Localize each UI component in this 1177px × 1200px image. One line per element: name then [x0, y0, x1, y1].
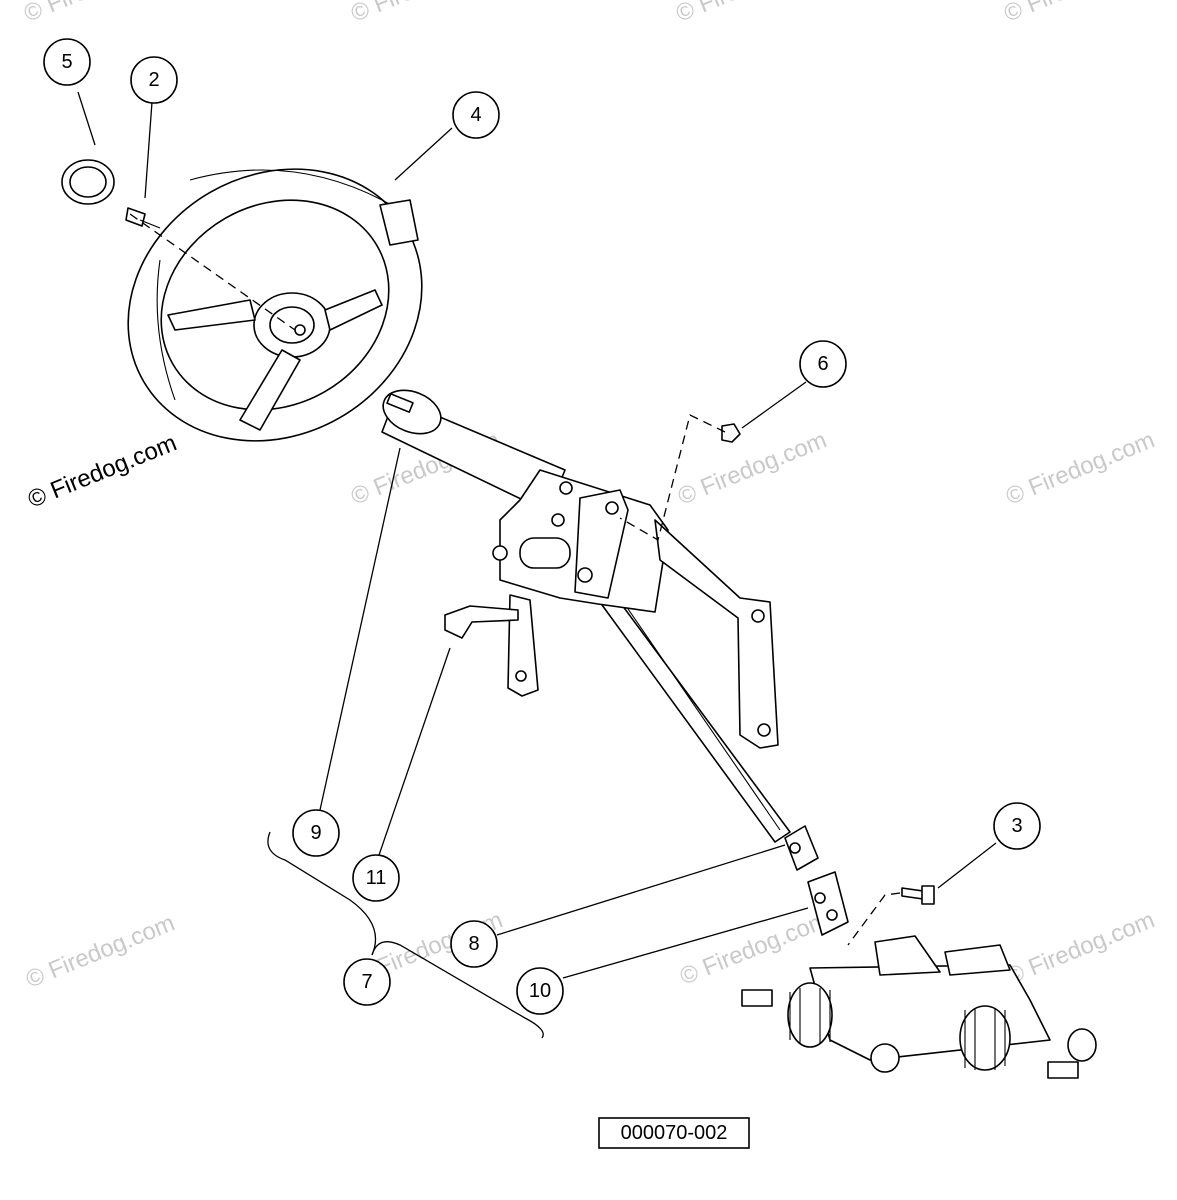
- steering-wheel-bolt: [125, 207, 161, 229]
- watermark-top-2: © Firedog.com: [347, 0, 503, 28]
- callout-9[interactable]: 9: [292, 809, 340, 857]
- leader-lines: [77, 91, 997, 1039]
- column-mounting-bracket: [492, 469, 779, 749]
- watermark-left-mid: © Firedog.com: [24, 429, 180, 513]
- steering-wheel: [127, 168, 423, 442]
- callout-6[interactable]: 6: [799, 340, 847, 388]
- callout-6-label: 6: [817, 353, 828, 375]
- brake-pedal-bracket: [444, 605, 519, 639]
- watermark-mid-3: © Firedog.com: [674, 426, 830, 510]
- upper-universal-joint: [784, 825, 819, 871]
- callout-4-label: 4: [470, 104, 481, 126]
- watermark-top-1: © Firedog.com: [20, 0, 176, 28]
- watermark-bot-1: © Firedog.com: [22, 909, 178, 993]
- callout-5[interactable]: 5: [43, 38, 91, 86]
- callout-10-label: 10: [529, 980, 551, 1002]
- callout-8[interactable]: 8: [450, 920, 498, 968]
- drawing-id: 000070-002: [621, 1122, 728, 1144]
- callout-3[interactable]: 3: [993, 802, 1041, 850]
- nut: [721, 423, 741, 443]
- callout-2-label: 2: [148, 69, 159, 91]
- bolt-3: [901, 885, 935, 905]
- steering-rack: [741, 935, 1097, 1079]
- callout-10[interactable]: 10: [516, 967, 564, 1015]
- callout-5-label: 5: [61, 51, 72, 73]
- callout-2[interactable]: 2: [130, 56, 178, 104]
- callout-11[interactable]: 11: [352, 854, 400, 902]
- callout-7-label: 7: [361, 971, 372, 993]
- watermark-top-3: © Firedog.com: [672, 0, 828, 28]
- horn-cap-plate: [61, 159, 115, 205]
- dash-bolt-3: [847, 892, 901, 946]
- watermark-top-4: © Firedog.com: [1000, 0, 1156, 28]
- callout-3-label: 3: [1011, 815, 1022, 837]
- drawing-id-box: 000070-002: [598, 1117, 750, 1149]
- watermark-bot-3: © Firedog.com: [676, 906, 832, 990]
- callout-4[interactable]: 4: [452, 91, 500, 139]
- watermark-mid-4: © Firedog.com: [1002, 426, 1158, 510]
- callout-8-label: 8: [468, 933, 479, 955]
- lower-universal-joint: [807, 871, 849, 936]
- dash-nut-6: [619, 414, 726, 541]
- steering-column-tube: [381, 389, 791, 843]
- dash-bolt-2: [129, 213, 296, 331]
- callout-7[interactable]: 7: [343, 958, 391, 1006]
- callout-9-label: 9: [310, 822, 321, 844]
- watermark-bot-4: © Firedog.com: [1002, 906, 1158, 990]
- callout-11-label: 11: [366, 867, 387, 889]
